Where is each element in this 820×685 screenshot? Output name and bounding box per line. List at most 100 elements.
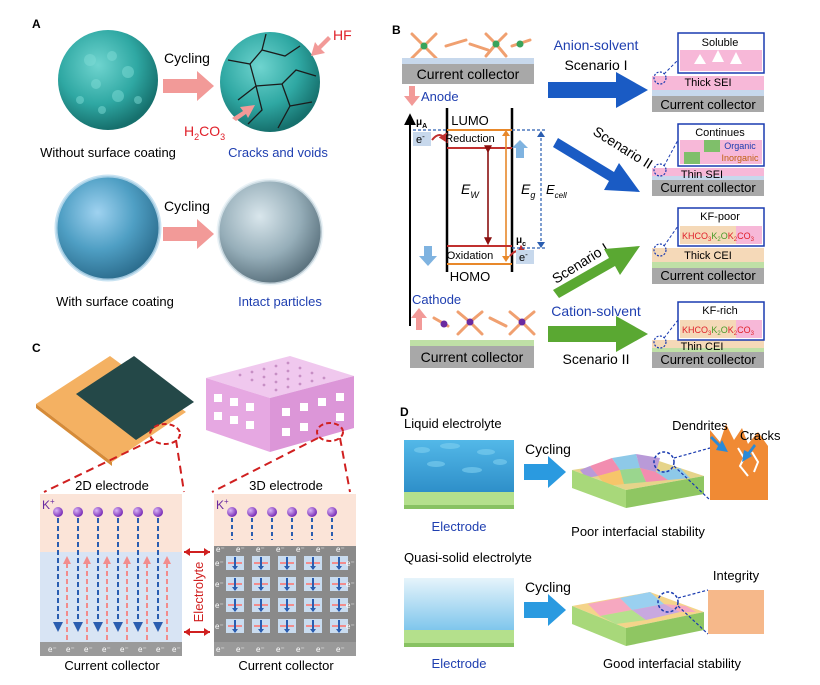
sei-box-2-label: Continues <box>695 127 745 139</box>
electrode-block-2 <box>404 630 514 646</box>
k-ion <box>93 507 103 517</box>
cei-box-3-label: KF-poor <box>700 211 740 223</box>
svg-text:e⁻: e⁻ <box>138 645 147 654</box>
e-box-cathode <box>516 250 534 264</box>
cei-box-3-layer: Thick CEI <box>684 250 732 262</box>
ew-label: EW <box>461 181 480 200</box>
k-ion <box>307 507 317 517</box>
cycling-label-d2: Cycling <box>525 579 571 595</box>
k-ion <box>327 507 337 517</box>
intact-particle <box>218 180 322 284</box>
current-collector-bottom <box>410 346 534 368</box>
ion-columns-2d <box>53 507 171 640</box>
electron-label: e⁻ <box>256 645 265 654</box>
scenario-2-bottom-arrow <box>548 316 648 352</box>
electrode-block-1 <box>404 492 514 508</box>
cei-box-4-compounds: KHCO3K2OK2CO3 <box>682 325 755 337</box>
scenario-2-top-arrow <box>553 138 640 192</box>
with-coating-caption: With surface coating <box>56 294 174 309</box>
k-ion <box>53 507 63 517</box>
cycling-arrow-top <box>163 71 214 101</box>
intact-caption: Intact particles <box>238 294 322 309</box>
e-anode-label: e- <box>416 132 425 146</box>
coating-shell <box>54 174 162 282</box>
cation-solvent-label: Cation-solvent <box>551 303 641 319</box>
cation-solvent-molecules <box>432 310 536 336</box>
good-interface-side <box>626 612 704 646</box>
k-ion <box>153 507 163 517</box>
uncoated-particle <box>58 30 158 130</box>
cracks-label: Cracks <box>740 428 781 443</box>
electrode-3d-top <box>206 356 354 398</box>
k-ion <box>247 507 257 517</box>
electron-label: e⁻ <box>236 545 245 554</box>
zoom-line-2d-left <box>43 439 153 493</box>
svg-text:e⁻: e⁻ <box>48 645 57 654</box>
electron-label: e⁻ <box>236 645 245 654</box>
cathode-label: Cathode <box>412 292 461 307</box>
panel-d-letter: D <box>400 405 409 419</box>
electrolyte-zone-2d <box>40 494 182 552</box>
reduction-electron-arrow <box>431 132 449 144</box>
cathode-arrow <box>411 308 427 330</box>
zoom-line-3d-left <box>211 437 319 493</box>
zoom-line-3d-right <box>339 437 351 493</box>
integrity-inset <box>708 590 764 634</box>
cei-box-4-label: KF-rich <box>702 305 737 317</box>
anion-solvent-molecules <box>410 32 532 60</box>
zoom-circle-3d <box>316 422 344 442</box>
electrode-3d-label: 3D electrode <box>249 478 323 493</box>
hf-label: HF <box>333 27 352 43</box>
electron-label: e⁻ <box>296 545 305 554</box>
poor-interface-side <box>626 476 704 508</box>
scenario-1-bottom-arrow <box>553 246 640 298</box>
anode-arrow <box>404 86 420 106</box>
integrity-label: Integrity <box>713 568 760 583</box>
fragments <box>580 454 690 486</box>
sei-box-2-inorganic: Inorganic <box>721 153 759 163</box>
panel-b-letter: B <box>392 23 401 37</box>
h2co3-arrow <box>232 105 255 121</box>
k-ion <box>287 507 297 517</box>
cycling-label-bottom: Cycling <box>164 198 210 214</box>
k-plus-2d: K+ <box>42 497 55 512</box>
electron-label: e⁻ <box>296 645 305 654</box>
poor-interface-front <box>572 470 626 508</box>
electron-label: e⁻ <box>215 601 224 610</box>
panel-a-letter: A <box>32 17 41 31</box>
quasi-solid-block <box>404 578 514 630</box>
without-coating-caption: Without surface coating <box>40 145 176 160</box>
sei-box-2-layer: Thin SEI <box>681 169 723 181</box>
svg-text:e⁻: e⁻ <box>66 645 75 654</box>
anode-layer <box>402 58 534 64</box>
scenario-2-bottom-label: Scenario II <box>563 351 630 367</box>
cycling-label-d1: Cycling <box>525 441 571 457</box>
dendrite-inset <box>710 446 768 500</box>
cracks-voids-caption: Cracks and voids <box>228 145 328 160</box>
cei-box-thin: KF-rich KHCO3K2OK2CO3 Thin CEI Current c… <box>652 301 765 368</box>
cycling-arrow-d2 <box>524 594 566 626</box>
electron-label: e⁻ <box>215 622 224 631</box>
electrode-label-1: Electrode <box>432 519 487 534</box>
ecell-label: Ecell <box>546 182 567 200</box>
k-ion <box>227 507 237 517</box>
particle-texture <box>76 51 142 114</box>
oxidation-label: Oxidation <box>447 250 493 262</box>
lumo-label: LUMO <box>451 113 489 128</box>
electron-label: e⁻ <box>316 545 325 554</box>
electron-label: e⁻ <box>276 545 285 554</box>
k-ion <box>73 507 83 517</box>
cycling-arrow-bottom <box>163 219 214 249</box>
sei-box-2-cc: Current collector <box>660 180 756 195</box>
poor-label: Poor interfacial stability <box>571 524 705 539</box>
current-collector-top <box>402 64 534 84</box>
electron-label: e⁻ <box>336 645 345 654</box>
electron-label: e⁻ <box>346 622 355 631</box>
electron-label: e⁻ <box>216 545 225 554</box>
crack-lines <box>227 33 317 129</box>
dendrites-arrow <box>710 436 728 452</box>
homo-label: HOMO <box>450 269 490 284</box>
hf-arrow <box>311 36 331 56</box>
intact-shell <box>216 178 324 286</box>
